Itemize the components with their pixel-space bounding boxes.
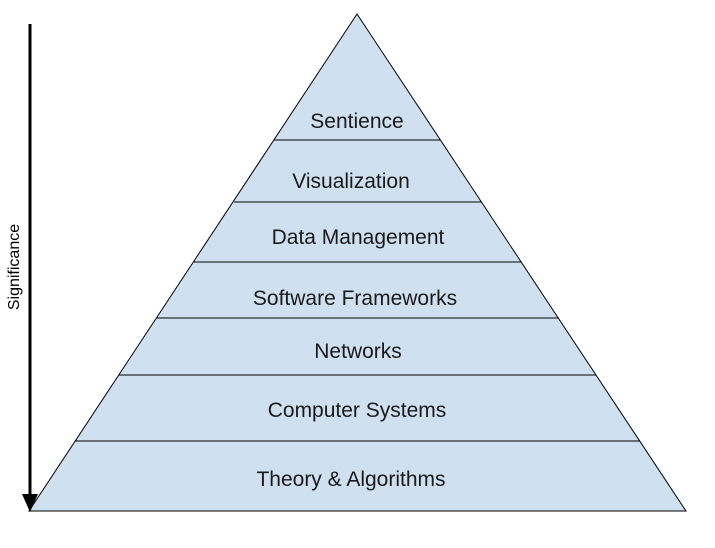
layer-label-software-frameworks: Software Frameworks [253, 287, 457, 310]
pyramid-outline [28, 13, 687, 512]
significance-label: Significance [6, 224, 23, 310]
layer-label-sentience: Sentience [310, 110, 403, 133]
significance-arrow [22, 24, 38, 512]
layer-label-theory-algorithms: Theory & Algorithms [256, 468, 445, 491]
layer-label-computer-systems: Computer Systems [268, 399, 447, 422]
layer-label-data-management: Data Management [272, 226, 445, 249]
layer-label-visualization: Visualization [292, 170, 410, 193]
layer-label-networks: Networks [314, 340, 402, 363]
